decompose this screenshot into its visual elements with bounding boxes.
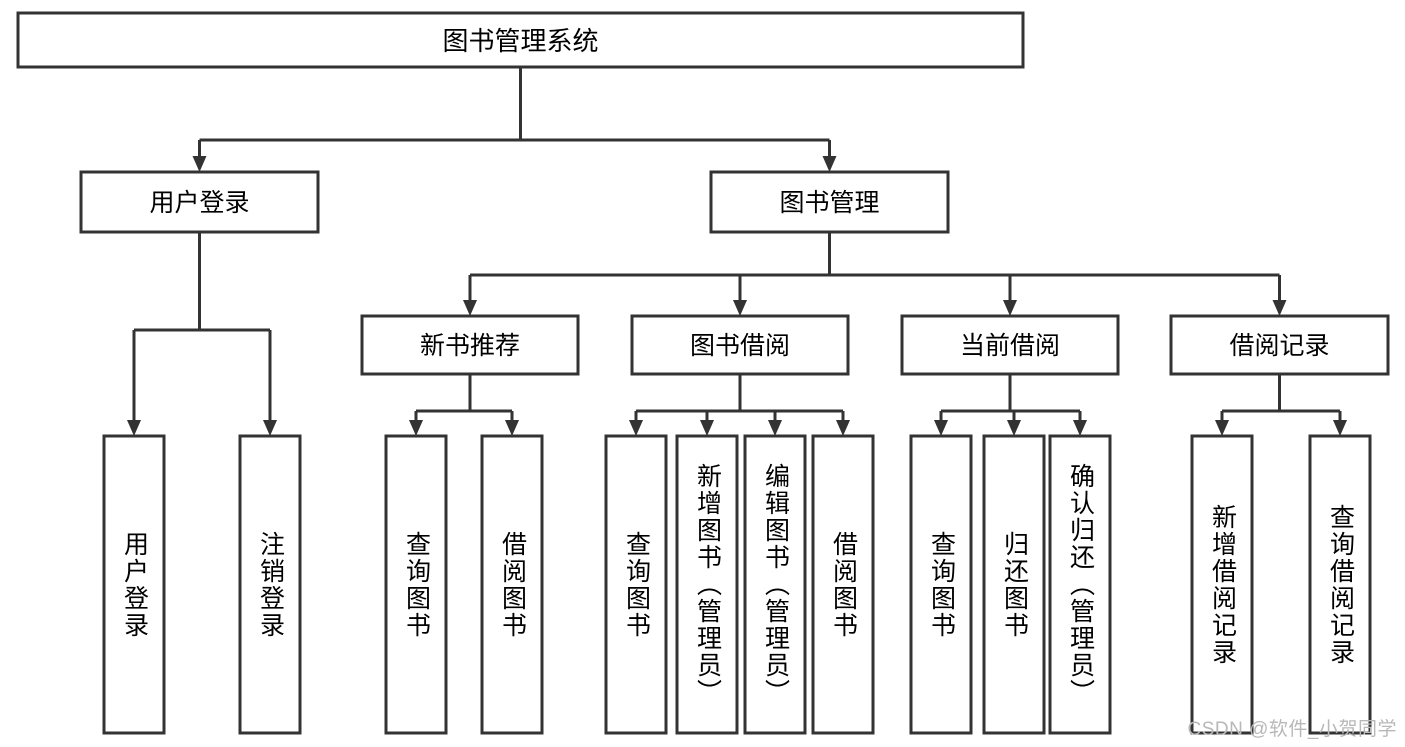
arrow-head-icon-leafbus-current-borrow-0	[934, 420, 948, 436]
arrow-head-icon-leafbus-current-borrow-2	[1073, 420, 1087, 436]
watermark-text: CSDN @软件_小贺同学	[1187, 719, 1397, 740]
node-new-book-recommend[interactable]: 新书推荐	[360, 314, 580, 376]
arrow-head-icon-bookmgmt-1	[733, 300, 747, 316]
node-leaf-confirm-return[interactable]	[1048, 434, 1112, 735]
arrow-head-icon-bookmgmt-3	[1272, 300, 1287, 316]
node-leaf-query-borrow-record[interactable]	[1308, 434, 1372, 735]
node-root[interactable]: 图书管理系统	[16, 11, 1025, 69]
node-box-borrow-record	[1169, 314, 1390, 376]
node-leaf-add-borrow-record[interactable]	[1190, 434, 1254, 735]
arrow-head-icon-leafbus-user-login-1	[263, 420, 277, 436]
node-current-borrow[interactable]: 当前借阅	[900, 314, 1120, 376]
node-leaf-return-book[interactable]	[982, 434, 1046, 735]
node-box-book-management	[709, 170, 950, 234]
arrow-head-icon-leafbus-book-borrow-1	[700, 420, 714, 436]
node-leaf-borrow-book[interactable]	[811, 434, 875, 735]
node-label-current-borrow: 当前借阅	[960, 332, 1060, 360]
node-box-leaf-user-logout	[238, 434, 302, 735]
node-box-leaf-borrow-book	[811, 434, 875, 735]
node-box-new-book-recommend	[360, 314, 580, 376]
node-label-user-login: 用户登录	[149, 189, 249, 217]
node-label-root: 图书管理系统	[442, 26, 598, 56]
connectors-layer	[127, 67, 1347, 436]
node-book-borrow[interactable]: 图书借阅	[630, 314, 850, 376]
node-box-leaf-query-book-borrow	[604, 434, 668, 735]
node-box-leaf-borrow-book-rec	[480, 434, 544, 735]
arrow-head-icon-leafbus-book-borrow-2	[768, 420, 782, 436]
node-box-leaf-query-book-rec	[384, 434, 448, 735]
node-box-leaf-add-book	[675, 434, 739, 735]
node-leaf-user-logout[interactable]	[238, 434, 302, 735]
node-leaf-edit-book[interactable]	[743, 434, 807, 735]
arrow-head-icon-leafbus-current-borrow-1	[1007, 420, 1021, 436]
node-box-leaf-return-book	[982, 434, 1046, 735]
arrow-head-icon-leafbus-new-book-recommend-0	[409, 420, 423, 436]
node-box-leaf-confirm-return	[1048, 434, 1112, 735]
node-leaf-query-book-borrow[interactable]	[604, 434, 668, 735]
arrow-head-icon-leafbus-borrow-record-1	[1333, 420, 1347, 436]
node-box-leaf-query-borrow-record	[1308, 434, 1372, 735]
node-box-root	[16, 11, 1025, 69]
node-leaf-query-book-current[interactable]	[909, 434, 973, 735]
arrow-head-icon-bookmgmt-2	[1003, 300, 1017, 316]
node-leaf-add-book[interactable]	[675, 434, 739, 735]
arrow-head-icon-leafbus-borrow-record-0	[1215, 420, 1229, 436]
node-box-leaf-add-borrow-record	[1190, 434, 1254, 735]
node-box-leaf-edit-book	[743, 434, 807, 735]
node-label-borrow-record: 借阅记录	[1229, 332, 1329, 360]
arrow-head-icon-leafbus-book-borrow-0	[629, 420, 643, 436]
node-box-book-borrow	[630, 314, 850, 376]
node-user-login[interactable]: 用户登录	[79, 170, 320, 234]
node-label-new-book-recommend: 新书推荐	[420, 332, 520, 360]
arrow-head-icon-bookmgmt-0	[463, 300, 477, 316]
arrow-head-icon-root-0	[192, 156, 207, 172]
node-box-current-borrow	[900, 314, 1120, 376]
arrow-head-icon-leafbus-new-book-recommend-1	[505, 420, 519, 436]
node-label-book-management: 图书管理	[779, 189, 879, 217]
arrow-head-icon-leafbus-book-borrow-3	[836, 420, 850, 436]
arrow-head-icon-leafbus-user-login-0	[127, 420, 141, 436]
node-box-leaf-query-book-current	[909, 434, 973, 735]
node-leaf-user-login[interactable]	[102, 434, 166, 735]
node-leaf-query-book-rec[interactable]	[384, 434, 448, 735]
node-book-management[interactable]: 图书管理	[709, 170, 950, 234]
node-borrow-record[interactable]: 借阅记录	[1169, 314, 1390, 376]
node-box-user-login	[79, 170, 320, 234]
arrow-head-icon-root-1	[822, 156, 837, 172]
node-label-book-borrow: 图书借阅	[690, 332, 790, 360]
node-box-leaf-user-login	[102, 434, 166, 735]
node-leaf-borrow-book-rec[interactable]	[480, 434, 544, 735]
